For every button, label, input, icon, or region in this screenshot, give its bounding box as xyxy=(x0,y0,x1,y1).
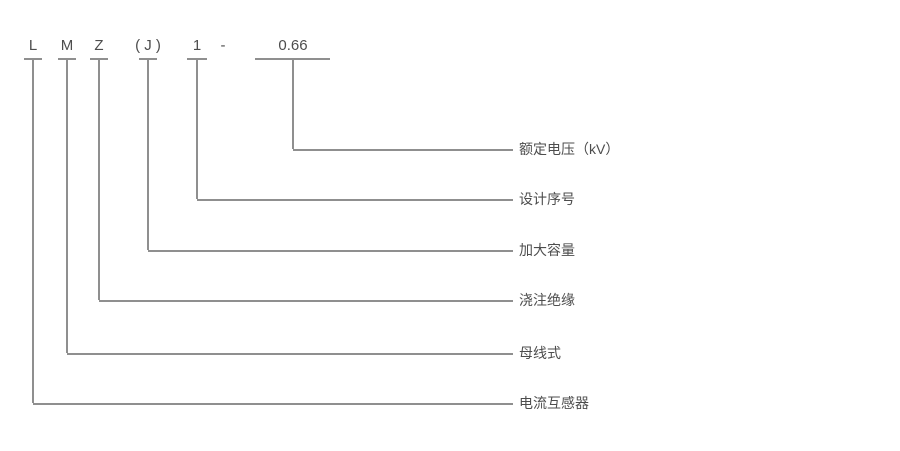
code-char-L: L xyxy=(28,37,38,54)
leader-line-1-horizontal xyxy=(197,199,513,201)
code-char-1: 1 xyxy=(192,37,202,54)
code-underline-1 xyxy=(187,58,207,60)
leader-line-0-66-horizontal xyxy=(293,149,513,151)
code-underline-0-66 xyxy=(255,58,330,60)
label-rated-voltage: 额定电压（kV） xyxy=(519,141,620,157)
leader-line-J-horizontal xyxy=(148,250,513,252)
code-underline-L xyxy=(24,58,42,60)
leader-line-M-vertical xyxy=(66,60,68,353)
label-current-transformer: 电流互感器 xyxy=(519,395,589,411)
code-char-J: ( J ) xyxy=(135,37,161,54)
code-char-0-66: 0.66 xyxy=(278,37,308,54)
leader-line-J-vertical xyxy=(147,60,149,250)
code-char-hyphen: - xyxy=(220,37,226,54)
code-char-Z: Z xyxy=(94,37,104,54)
label-design-serial: 设计序号 xyxy=(519,191,575,207)
leader-line-M-horizontal xyxy=(67,353,513,355)
code-underline-J xyxy=(139,58,157,60)
code-underline-Z xyxy=(90,58,108,60)
leader-line-Z-vertical xyxy=(98,60,100,300)
leader-line-L-horizontal xyxy=(33,403,513,405)
label-enlarged-capacity: 加大容量 xyxy=(519,242,575,258)
leader-line-L-vertical xyxy=(32,60,34,403)
leader-line-Z-horizontal xyxy=(99,300,513,302)
leader-line-0-66-vertical xyxy=(292,60,294,149)
leader-line-1-vertical xyxy=(196,60,198,199)
code-underline-M xyxy=(58,58,76,60)
label-cast-insulation: 浇注绝缘 xyxy=(519,292,575,308)
code-char-M: M xyxy=(60,37,74,54)
label-busbar-type: 母线式 xyxy=(519,345,561,361)
